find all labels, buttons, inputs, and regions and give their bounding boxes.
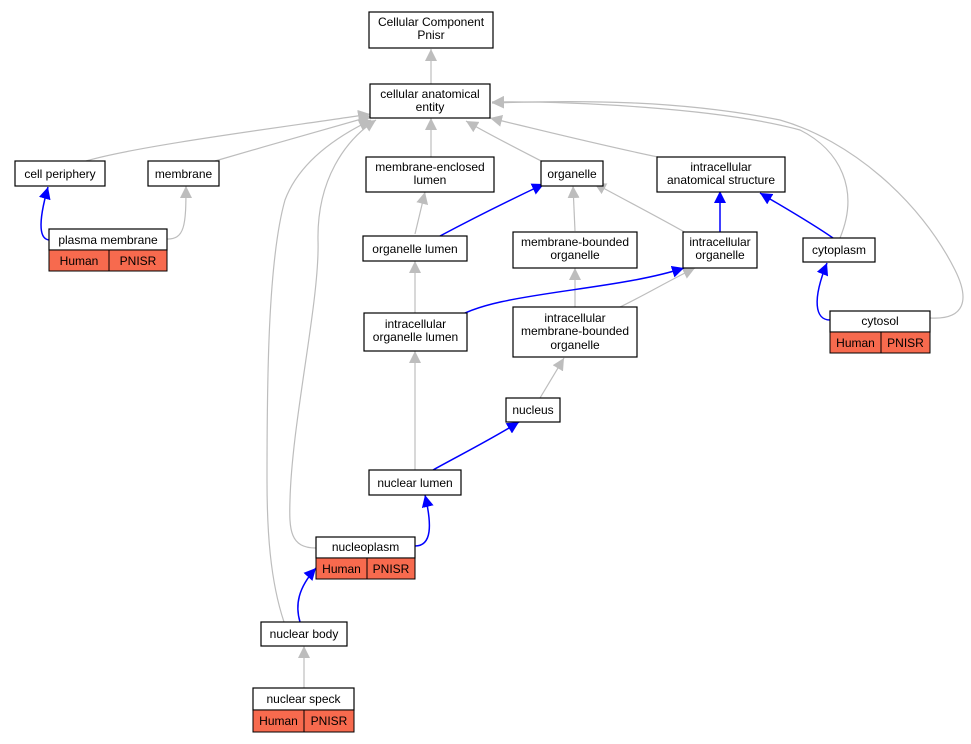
node-label: organelle	[547, 167, 597, 181]
edge-cytoplasm-partof-ias	[759, 192, 834, 239]
node-label: membrane-bounded	[521, 235, 629, 249]
tag-label: PNISR	[120, 254, 157, 268]
node-label: cell periphery	[24, 167, 95, 181]
node-label: anatomical structure	[667, 173, 775, 187]
node-plasma-membrane[interactable]: plasma membrane Human PNISR	[48, 228, 168, 272]
tag-label: Human	[259, 714, 298, 728]
node-label: organelle lumen	[372, 242, 457, 256]
node-cell-periphery[interactable]: cell periphery	[14, 160, 106, 187]
tag-label: PNISR	[311, 714, 348, 728]
node-cytosol[interactable]: cytosol Human PNISR	[829, 310, 931, 354]
node-intracellular-anatomical-structure[interactable]: intracellular anatomical structure	[656, 156, 786, 193]
tag-label: PNISR	[887, 336, 924, 350]
edge-periphery-to-cae	[85, 109, 371, 162]
node-label: organelle	[550, 248, 600, 262]
edge-membrane-to-cae	[214, 113, 373, 162]
node-intracellular-organelle-lumen[interactable]: intracellular organelle lumen	[363, 312, 468, 352]
node-nuclear-speck[interactable]: nuclear speck Human PNISR	[252, 687, 355, 733]
edge-nbody-partof-nplasm	[297, 567, 317, 623]
node-nucleoplasm[interactable]: nucleoplasm Human PNISR	[315, 536, 416, 580]
node-label: membrane-bounded	[521, 324, 629, 338]
edge-cytosol-to-cae	[491, 96, 964, 319]
node-membrane[interactable]: membrane	[147, 160, 220, 187]
node-cytoplasm[interactable]: cytoplasm	[802, 237, 876, 263]
node-label: cytosol	[861, 314, 898, 328]
edge-organelle-to-cae	[465, 120, 546, 164]
edge-nplasm-to-cae	[289, 119, 377, 549]
node-label: lumen	[414, 173, 447, 187]
node-label: nuclear lumen	[377, 476, 452, 490]
node-label: organelle lumen	[373, 330, 458, 344]
edges	[38, 49, 964, 688]
node-label: nucleoplasm	[332, 540, 399, 554]
edge-nlumen-partof-nucleus	[432, 421, 520, 471]
tag-pnisr	[880, 331, 931, 354]
node-label: intracellular	[385, 317, 446, 331]
node-label: Pnisr	[417, 28, 444, 42]
node-label: membrane	[155, 167, 213, 181]
node-organelle[interactable]: organelle	[540, 160, 604, 187]
node-label: intracellular	[544, 311, 605, 325]
tag-pnisr	[108, 249, 168, 272]
edge-pm-partof-periphery	[38, 186, 51, 241]
edge-ol-partof-organelle	[439, 183, 545, 237]
node-label: organelle	[695, 248, 745, 262]
edge-nbody-to-cae	[266, 119, 372, 623]
tag-pnisr	[303, 709, 355, 733]
edge-mbo-to-organelle	[567, 185, 580, 232]
node-cellular-anatomical-entity[interactable]: cellular anatomical entity	[369, 83, 491, 119]
tag-label: Human	[60, 254, 99, 268]
edge-cytosol-partof-cytoplasm	[816, 262, 831, 321]
edge-io-to-organelle	[593, 182, 689, 235]
node-membrane-bounded-organelle[interactable]: membrane-bounded organelle	[512, 231, 638, 269]
edge-pm-to-membrane	[165, 185, 192, 240]
node-nucleus[interactable]: nucleus	[505, 397, 561, 423]
node-label: intracellular	[690, 160, 751, 174]
edge-ias-to-cae	[489, 114, 659, 158]
node-label: entity	[416, 100, 445, 114]
tag-label: Human	[836, 336, 875, 350]
edge-cytoplasm-to-cae	[491, 95, 849, 239]
edge-imbo-to-io	[619, 267, 696, 308]
tag-label: Human	[322, 562, 361, 576]
node-label: cytoplasm	[812, 243, 866, 257]
node-cellular-component[interactable]: Cellular Component Pnisr	[368, 11, 494, 49]
edge-iol-partof-io	[452, 265, 685, 321]
edge-ol-to-mel	[414, 191, 429, 235]
node-organelle-lumen[interactable]: organelle lumen	[362, 235, 468, 262]
tag-label: PNISR	[373, 562, 410, 576]
node-label: nuclear body	[270, 627, 339, 641]
node-label: nuclear speck	[266, 692, 341, 706]
edge-nucleus-to-imbo	[539, 357, 565, 399]
node-membrane-enclosed-lumen[interactable]: membrane-enclosed lumen	[365, 156, 495, 193]
node-label: cellular anatomical	[380, 87, 479, 101]
node-label: Cellular Component	[378, 15, 485, 29]
node-intracellular-membrane-bounded-organelle[interactable]: intracellular membrane-bounded organelle	[512, 306, 638, 358]
tag-pnisr	[366, 557, 416, 580]
node-nuclear-lumen[interactable]: nuclear lumen	[368, 469, 462, 496]
node-label: membrane-enclosed	[375, 160, 484, 174]
node-label: plasma membrane	[58, 233, 158, 247]
node-label: organelle	[550, 338, 600, 352]
node-nuclear-body[interactable]: nuclear body	[260, 621, 348, 647]
node-label: nucleus	[512, 403, 553, 417]
node-label: intracellular	[689, 235, 750, 249]
edge-nplasm-partof-nlumen	[414, 494, 434, 547]
node-intracellular-organelle[interactable]: intracellular organelle	[682, 231, 758, 269]
